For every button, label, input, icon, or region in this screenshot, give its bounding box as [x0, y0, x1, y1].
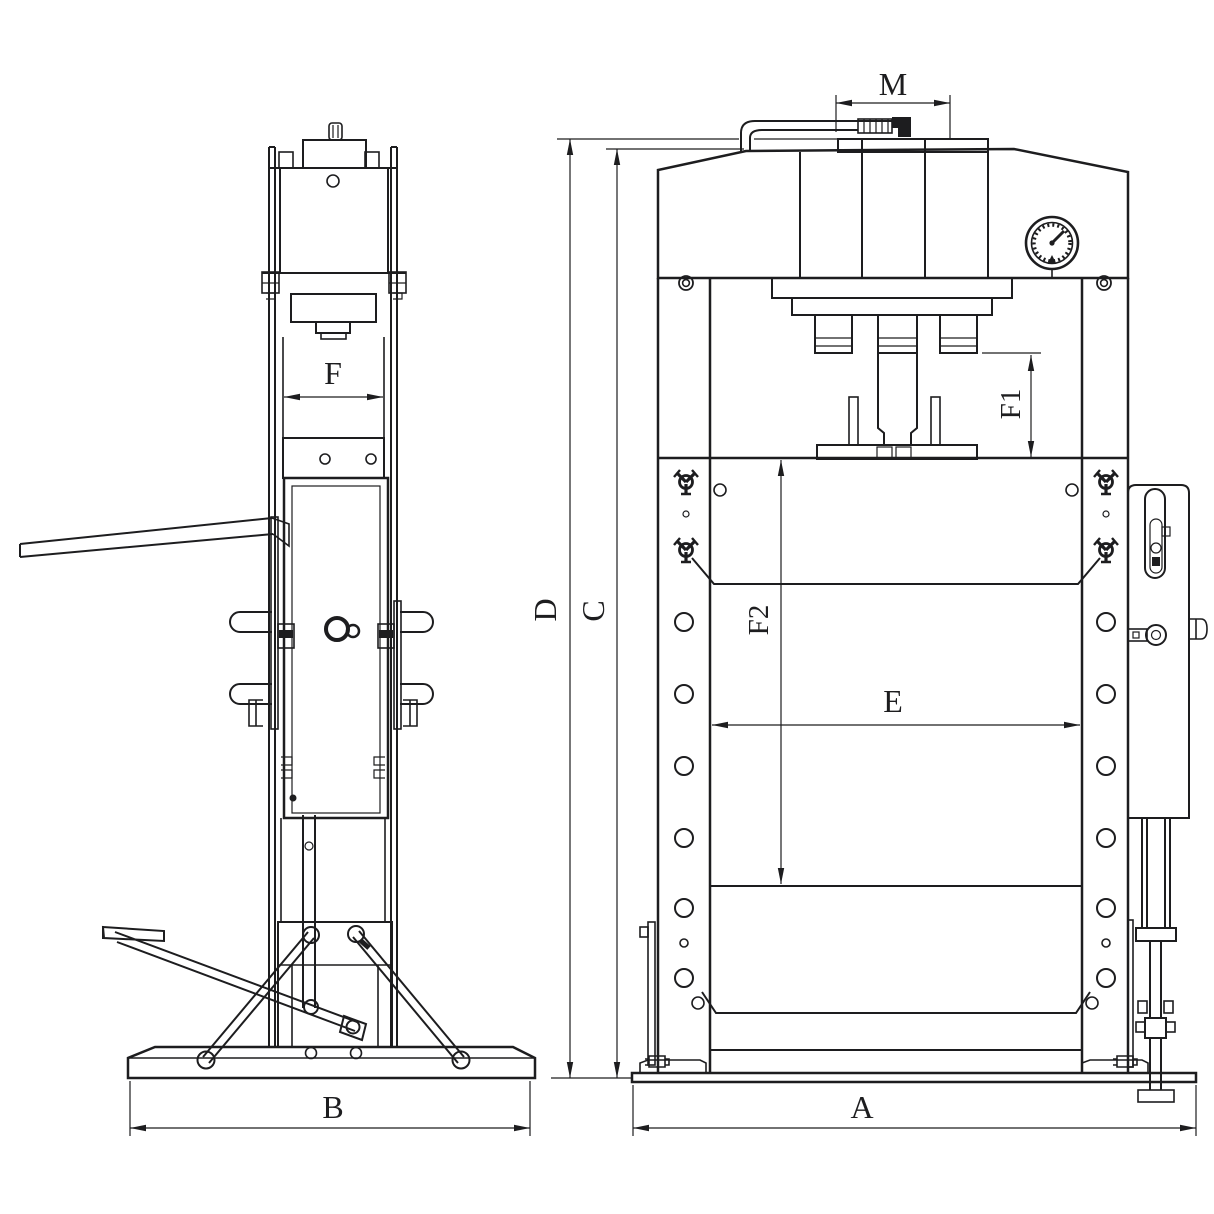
work-table — [658, 456, 1128, 585]
side-knob — [1189, 618, 1208, 640]
dimensions: M D C F F1 F2 E — [129, 66, 1197, 1136]
dim-F1: F1 — [982, 352, 1041, 457]
linkage-block — [277, 921, 393, 1048]
handle-socket — [1144, 488, 1166, 579]
side-view — [19, 122, 537, 1080]
pump-piston-rod — [302, 815, 316, 1008]
left-column — [656, 278, 727, 1073]
dimension-label-e: E — [883, 683, 903, 719]
dimension-label-d: D — [527, 598, 563, 621]
frame-rails — [268, 146, 398, 1048]
dim-D: D — [527, 138, 838, 1079]
cylinder-body — [262, 167, 406, 274]
dimension-label-b: B — [322, 1089, 343, 1125]
table-pins-side — [229, 516, 434, 730]
base-front — [630, 1055, 1198, 1084]
dimension-label-f: F — [324, 355, 342, 391]
front-view — [630, 117, 1208, 1103]
hydraulic-hose — [740, 117, 911, 152]
ram-assembly-side — [261, 271, 407, 340]
dim-C: C — [575, 148, 744, 1078]
ram-assembly-front — [771, 277, 1013, 460]
pump-unit — [1127, 484, 1208, 1103]
foot-pedal-linkage — [101, 925, 471, 1070]
cylinder-cap — [302, 122, 367, 169]
pedal-strap-left — [639, 921, 656, 1066]
pressure-gauge — [1024, 215, 1080, 277]
release-valve — [1127, 624, 1167, 646]
base-side — [126, 1045, 537, 1080]
pump-mount-plate — [282, 437, 385, 479]
dim-B: B — [129, 1081, 531, 1136]
right-column — [1065, 278, 1130, 1073]
lower-beam — [701, 885, 1091, 1051]
dimension-label-m: M — [879, 66, 907, 102]
press-head — [656, 138, 1130, 280]
hose-fitting-icon — [892, 117, 911, 137]
dimension-label-f1: F1 — [995, 389, 1027, 420]
dimension-label-f2: F2 — [743, 605, 775, 636]
dim-F2: F2 — [743, 460, 785, 884]
pump-handle — [19, 517, 290, 558]
dimension-label-a: A — [850, 1089, 873, 1125]
dim-F: F — [284, 355, 383, 401]
dim-M: M — [835, 66, 951, 140]
dim-E: E — [712, 683, 1080, 729]
dimension-label-c: C — [575, 600, 611, 621]
pump-tank-side — [282, 476, 390, 820]
dim-A: A — [632, 1085, 1197, 1136]
